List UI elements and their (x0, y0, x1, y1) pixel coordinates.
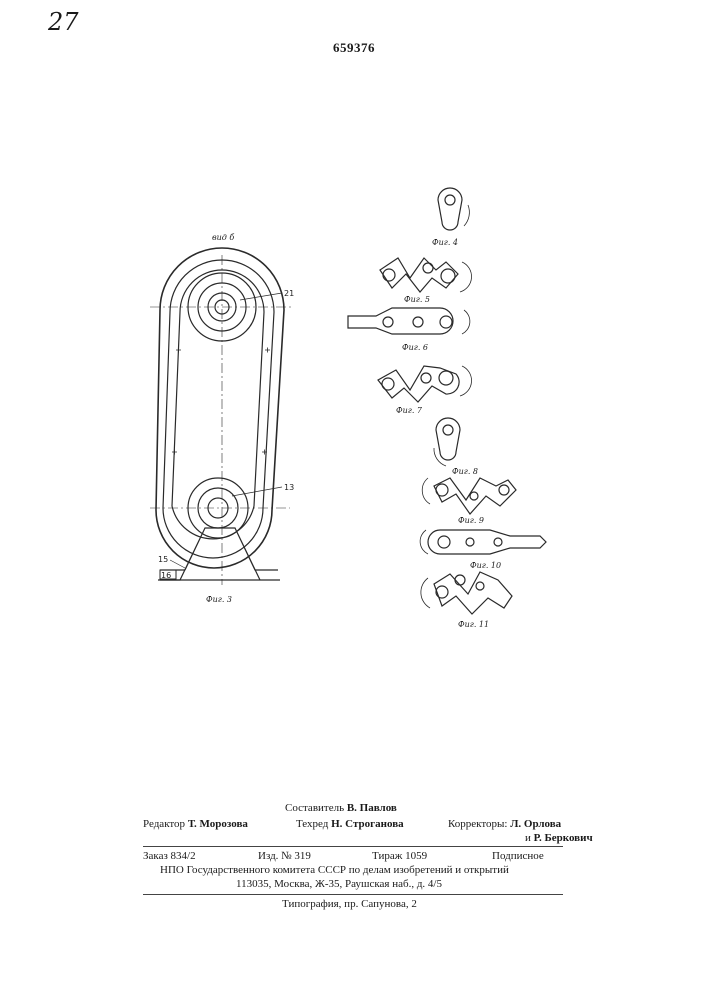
corrector-2: Р. Беркович (534, 832, 593, 844)
callout-21: 21 (284, 289, 294, 298)
corrector-2-line: и Р. Беркович (525, 832, 593, 844)
figure-8-drawing: Фиг. 8 (434, 418, 478, 476)
organization: НПО Государственного комитета СССР по де… (160, 864, 509, 876)
figure-7-caption: Фиг. 7 (396, 406, 423, 415)
composer-label: Составитель (285, 802, 344, 814)
techred-name: Н. Строганова (331, 818, 404, 830)
editor-label: Редактор (143, 818, 185, 830)
corrector-1: Л. Орлова (510, 818, 561, 830)
figure-3-caption: Фиг. 3 (206, 595, 232, 604)
figure-5-drawing: Фиг. 5 (380, 258, 472, 304)
callout-13: 13 (284, 483, 294, 492)
edition-number: Изд. № 319 (258, 850, 311, 862)
figure-4-drawing: Фиг. 4 (432, 188, 469, 247)
figure-9-drawing: Фиг. 9 (422, 478, 516, 525)
figure-10-drawing: Фиг. 10 (420, 530, 546, 570)
figure-7-drawing: Фиг. 7 (378, 366, 472, 415)
figure-6-caption: Фиг. 6 (402, 343, 428, 352)
printer: Типография, пр. Сапунова, 2 (282, 898, 417, 910)
callout-15: 15 (158, 555, 168, 564)
order-number: Заказ 834/2 (143, 850, 196, 862)
figure-4-caption: Фиг. 4 (432, 238, 458, 247)
figure-11-drawing: Фиг. 11 (421, 572, 512, 629)
subscription: Подписное (492, 850, 544, 862)
circulation: Тираж 1059 (372, 850, 427, 862)
address: 113035, Москва, Ж-35, Раушская наб., д. … (236, 878, 442, 890)
correctors-label: Корректоры: (448, 818, 507, 830)
editor-name: Т. Морозова (188, 818, 248, 830)
callout-16: 16 (161, 571, 171, 580)
techred-line: Техред Н. Строганова (296, 818, 404, 830)
divider-bottom (143, 894, 563, 895)
figure-8-caption: Фиг. 8 (452, 467, 478, 476)
composer-name: В. Павлов (347, 802, 397, 814)
figure-9-caption: Фиг. 9 (458, 516, 484, 525)
figure-3-drawing: вид б 21 13 15 16 Фиг. 3 (150, 233, 294, 604)
corrector-conj: и (525, 832, 531, 844)
figure-10-caption: Фиг. 10 (470, 561, 501, 570)
figure-11-caption: Фиг. 11 (458, 620, 489, 629)
composer-line: Составитель В. Павлов (285, 802, 397, 814)
view-label: вид б (212, 233, 234, 242)
figure-6-drawing: Фиг. 6 (348, 308, 470, 352)
editor-line: Редактор Т. Морозова (143, 818, 248, 830)
correctors-line: Корректоры: Л. Орлова (448, 818, 561, 830)
figure-5-caption: Фиг. 5 (404, 295, 430, 304)
divider-top (143, 846, 563, 847)
techred-label: Техред (296, 818, 328, 830)
